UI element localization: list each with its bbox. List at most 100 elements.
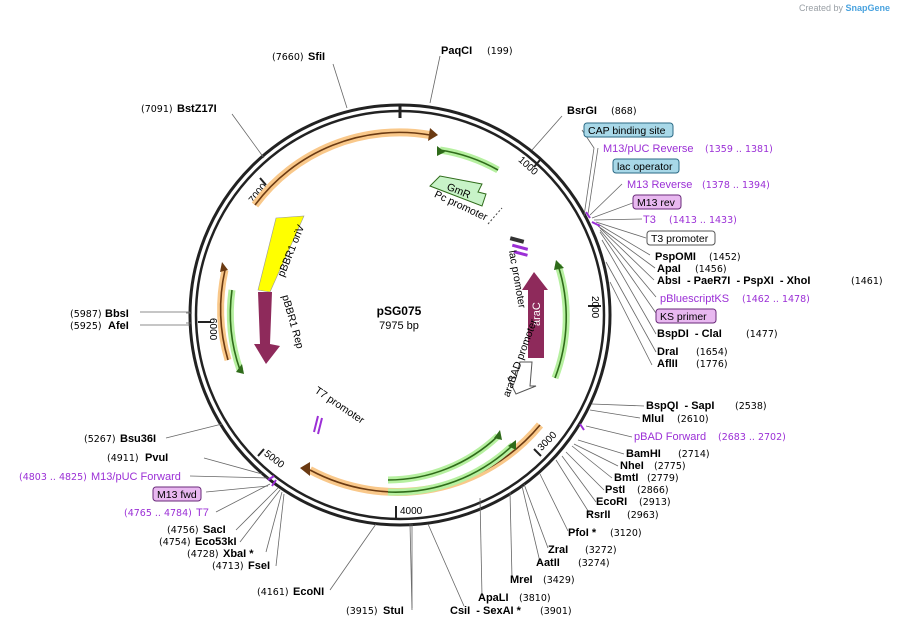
svg-text:(7660): (7660) <box>272 52 304 63</box>
svg-text:PstI: PstI <box>605 484 625 496</box>
backbone <box>188 103 612 527</box>
cap-binding-site-box[interactable]: CAP binding site <box>583 122 674 138</box>
enzyme-rsrii[interactable]: RsrII(2963) <box>586 509 659 521</box>
svg-text:(4713): (4713) <box>212 561 244 572</box>
svg-text:(1461): (1461) <box>851 276 883 287</box>
feature-m13puc-reverse[interactable]: M13/pUC Reverse(1359 .. 1381) <box>603 143 773 155</box>
enzyme-ecori[interactable]: EcoRI(2913) <box>596 496 671 508</box>
svg-text:ApaLI: ApaLI <box>478 592 509 604</box>
enzyme-csii[interactable]: CsiI - SexAI *(3901) <box>450 605 572 617</box>
enzyme-bbsi[interactable]: (5987)BbsI <box>70 308 129 320</box>
svg-text:PaqCI: PaqCI <box>441 45 472 57</box>
svg-text:(5267): (5267) <box>84 434 116 445</box>
svg-text:(1452): (1452) <box>709 252 741 263</box>
enzyme-econi[interactable]: (4161)EcoNI <box>257 586 324 598</box>
svg-text:BstZ17I: BstZ17I <box>177 103 217 115</box>
svg-text:(4756): (4756) <box>167 525 199 536</box>
svg-text:PspOMI: PspOMI <box>655 251 696 263</box>
enzyme-bsu36i[interactable]: (5267) Bsu36I <box>84 433 156 445</box>
svg-text:AbsI - PaeR7I - PspXI - Xho: AbsI - PaeR7I - PspXI - XhoI <box>657 275 810 287</box>
enzyme-zrai[interactable]: ZraI(3272) <box>548 544 617 556</box>
svg-text:(3272): (3272) <box>585 545 617 556</box>
enzyme-absi[interactable]: AbsI - PaeR7I - PspXI - XhoI (1461) <box>657 275 883 287</box>
enzyme-apai[interactable]: ApaI(1456) <box>657 263 727 275</box>
enzyme-mlui[interactable]: MluI(2610) <box>642 413 709 425</box>
svg-text:T3 promoter: T3 promoter <box>651 233 709 245</box>
enzyme-bamhi[interactable]: BamHI (2714) <box>626 448 710 460</box>
svg-text:(3120): (3120) <box>610 528 642 539</box>
enzyme-apali[interactable]: ApaLI(3810) <box>478 592 551 604</box>
enzyme-bspqi[interactable]: BspQI - SapI(2538) <box>646 400 767 412</box>
tick-2000: 2000 <box>589 296 600 319</box>
svg-text:(7091): (7091) <box>141 104 173 115</box>
arac-feature[interactable]: araC <box>522 272 548 358</box>
feature-labels: M13/pUC Reverse(1359 .. 1381) M13 Revers… <box>19 143 810 519</box>
tick-6000: 6000 <box>207 318 218 341</box>
m13-rev-box[interactable]: M13 rev <box>632 194 682 210</box>
enzyme-pfoi[interactable]: PfoI * (3120) <box>568 527 642 539</box>
t3-promoter-box[interactable]: T3 promoter <box>646 230 716 246</box>
svg-text:(3901): (3901) <box>540 606 572 617</box>
snapgene-logo: SnapGene <box>845 3 890 13</box>
enzyme-pvui[interactable]: (4911)PvuI <box>107 452 168 464</box>
enzyme-sfii[interactable]: (7660)SfiI <box>272 51 325 63</box>
lac-promoter-block[interactable] <box>509 236 529 257</box>
m13-fwd-box[interactable]: M13 fwd <box>152 486 202 502</box>
ks-primer-box[interactable]: KS primer <box>655 308 717 324</box>
svg-text:M13/pUC Forward: M13/pUC Forward <box>91 471 181 483</box>
plasmid-name: pSG075 <box>377 304 422 318</box>
svg-text:StuI: StuI <box>383 605 404 617</box>
svg-text:BmtI: BmtI <box>614 472 638 484</box>
svg-text:(2683 .. 2702): (2683 .. 2702) <box>718 432 786 443</box>
enzyme-bmti[interactable]: BmtI(2779) <box>614 472 679 484</box>
enzyme-eco53ki[interactable]: (4754)Eco53kI <box>159 536 237 548</box>
svg-text:(1359 .. 1381): (1359 .. 1381) <box>705 144 773 155</box>
enzyme-aatii[interactable]: AatII(3274) <box>536 557 610 569</box>
enzyme-bspdi[interactable]: BspDI - ClaI(1477) <box>657 328 778 340</box>
svg-text:(2714): (2714) <box>678 449 710 460</box>
svg-text:M13 Reverse: M13 Reverse <box>627 179 692 191</box>
enzyme-afei[interactable]: (5925)AfeI <box>70 320 129 332</box>
svg-text:NheI: NheI <box>620 460 644 472</box>
enzyme-mrei[interactable]: MreI(3429) <box>510 574 575 586</box>
feature-pbluescriptks[interactable]: pBluescriptKS(1462 .. 1478) <box>660 293 810 305</box>
enzyme-nhei[interactable]: NheI(2775) <box>620 460 686 472</box>
feature-pbad-forward[interactable]: pBAD Forward(2683 .. 2702) <box>634 431 786 443</box>
enzyme-paqci[interactable]: PaqCI(199) <box>441 45 513 57</box>
tick-4000: 4000 <box>400 506 423 517</box>
tick-1000-mark <box>533 159 541 168</box>
svg-text:AflII: AflII <box>657 358 678 370</box>
svg-text:PfoI *: PfoI * <box>568 527 597 539</box>
lac-promoter-label: lac promoter <box>506 249 528 309</box>
feature-m13puc-forward[interactable]: (4803 .. 4825)M13/pUC Forward <box>19 471 181 483</box>
enzyme-saci[interactable]: (4756)SacI <box>167 524 226 536</box>
lac-operator-box[interactable]: lac operator <box>612 158 680 174</box>
feature-m13-reverse[interactable]: M13 Reverse(1378 .. 1394) <box>627 179 770 191</box>
tick-7000-mark <box>259 177 267 186</box>
enzyme-bsrgi[interactable]: BsrGI(868) <box>567 105 637 117</box>
enzyme-bstz17i[interactable]: (7091) BstZ17I <box>141 103 217 115</box>
enzyme-stui[interactable]: (3915)StuI <box>346 605 404 617</box>
svg-text:M13 rev: M13 rev <box>637 197 676 209</box>
enzyme-fsei[interactable]: (4713)FseI <box>212 560 270 572</box>
svg-text:Bsu36I: Bsu36I <box>120 433 156 445</box>
enzyme-psti[interactable]: PstI(2866) <box>605 484 669 496</box>
svg-text:T3: T3 <box>643 214 656 226</box>
tick-3000-mark <box>533 448 542 457</box>
svg-text:BamHI: BamHI <box>626 448 661 460</box>
svg-text:BspDI - ClaI: BspDI - ClaI <box>657 328 722 340</box>
green-arc-top <box>439 146 500 174</box>
arac-label: araC <box>531 302 543 326</box>
feature-t7[interactable]: (4765 .. 4784)T7 <box>124 507 209 519</box>
feature-t3[interactable]: T3(1413 .. 1433) <box>643 214 737 226</box>
tick-5000-mark <box>257 448 265 457</box>
primer-marks <box>267 211 601 487</box>
pbbr1-rep-feature[interactable] <box>254 292 280 364</box>
enzyme-pspomi[interactable]: PspOMI (1452) <box>655 251 741 263</box>
pbbr1-oriv-feature[interactable]: pBBR1 oriV <box>257 215 307 293</box>
enzyme-aflii[interactable]: AflII(1776) <box>657 358 728 370</box>
svg-text:BbsI: BbsI <box>105 308 129 320</box>
enzyme-drai[interactable]: DraI(1654) <box>657 346 728 358</box>
enzyme-xbai[interactable]: (4728)XbaI * <box>187 548 254 560</box>
